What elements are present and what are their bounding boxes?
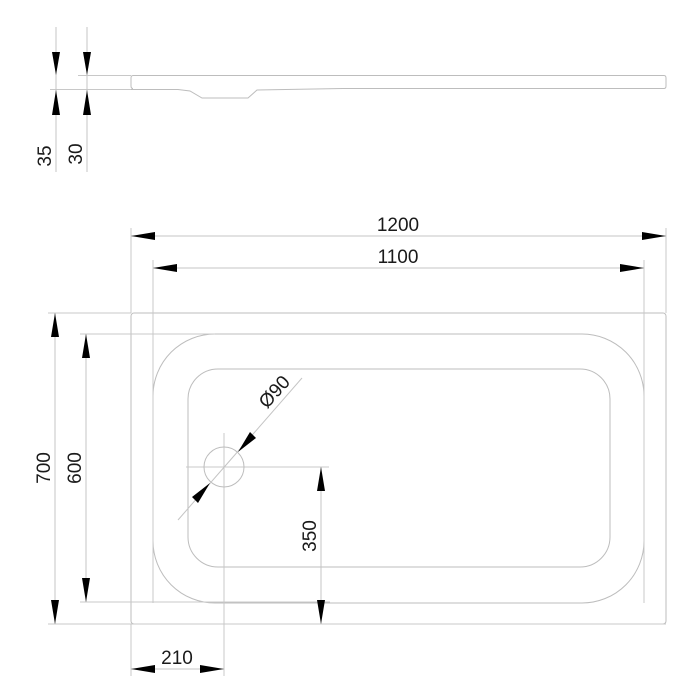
dimension-35: 35 xyxy=(35,27,60,172)
drain-icon xyxy=(203,446,245,488)
dimension-label-35: 35 xyxy=(35,145,56,166)
tray-body xyxy=(152,333,645,604)
arrow-left-icon xyxy=(131,232,155,240)
arrow-up-icon xyxy=(51,313,59,337)
dimension-700: 700 xyxy=(34,313,59,624)
arrow-up-right-icon xyxy=(192,483,210,503)
plan-view: 1200 1100 700 600 xyxy=(34,215,667,676)
arrow-up-icon xyxy=(82,334,90,358)
arrow-down-icon xyxy=(317,600,325,624)
dimension-label-600: 600 xyxy=(65,452,86,484)
arrow-up-icon xyxy=(52,90,60,115)
dimension-210: 210 xyxy=(131,648,224,673)
dimension-1100: 1100 xyxy=(153,247,644,272)
arrow-right-icon xyxy=(620,264,644,272)
dimension-350: 350 xyxy=(300,467,325,624)
dimension-label-210: 210 xyxy=(161,648,193,669)
tray-profile-top xyxy=(133,75,667,89)
arrow-right-icon xyxy=(200,665,224,673)
outer-boundary xyxy=(130,312,667,625)
arrow-right-icon xyxy=(642,232,666,240)
tray-profile-bottom-drain xyxy=(131,88,344,99)
dimension-label-30: 30 xyxy=(66,143,87,164)
arrow-left-icon xyxy=(131,665,155,673)
inner-basin xyxy=(187,368,611,568)
dimension-1200: 1200 xyxy=(131,215,666,240)
dimension-label-700: 700 xyxy=(34,452,55,484)
arrow-down-icon xyxy=(83,52,91,75)
dimension-label-diameter-90: Ø90 xyxy=(255,372,295,413)
arrow-down-icon xyxy=(51,600,59,624)
dimension-label-1200: 1200 xyxy=(377,215,419,236)
tray-profile-end xyxy=(130,75,134,89)
arrow-down-icon xyxy=(82,578,90,602)
arrow-down-left-icon xyxy=(238,432,256,452)
dimension-600: 600 xyxy=(65,334,90,602)
dimension-diameter-90: Ø90 xyxy=(177,372,303,521)
dimension-label-350: 350 xyxy=(300,520,321,552)
dimension-30: 30 xyxy=(66,27,91,172)
side-view: 35 30 xyxy=(35,27,667,172)
dimension-label-1100: 1100 xyxy=(378,247,419,268)
arrow-left-icon xyxy=(153,264,177,272)
arrow-up-icon xyxy=(83,90,91,115)
arrow-up-icon xyxy=(317,467,325,491)
arrow-down-icon xyxy=(52,52,60,75)
